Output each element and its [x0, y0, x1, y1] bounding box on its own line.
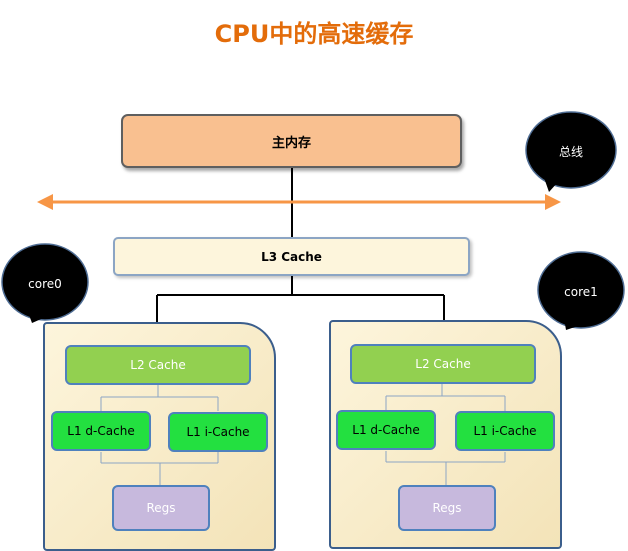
core0-l1d-cache-box: L1 d-Cache: [51, 411, 151, 451]
bus-arrow: [37, 194, 561, 210]
l3-cache-box: L3 Cache: [113, 237, 470, 276]
core0-l1-regs-link: [100, 452, 219, 485]
core1-label-bubble: [537, 251, 625, 330]
core1-label: core1: [564, 285, 598, 299]
bus-label: 总线: [558, 145, 583, 159]
core0-l1i-cache-box: L1 i-Cache: [168, 412, 268, 452]
main-memory-box: 主内存: [121, 114, 462, 168]
core1-l2-l1-link: [385, 384, 506, 411]
core0-l2-l1-link: [100, 385, 219, 411]
core0-label-bubble: [1, 243, 89, 323]
bus-label-bubble: [525, 111, 617, 192]
core0-label: core0: [28, 277, 62, 291]
core1-l1d-cache-box: L1 d-Cache: [336, 410, 436, 450]
core1-l2-cache-box: L2 Cache: [350, 344, 536, 384]
core1-regs-box: Regs: [398, 485, 496, 531]
diagram-title: CPU中的高速缓存: [214, 20, 414, 48]
core1-l1-regs-link: [385, 451, 506, 485]
core0-l2-cache-box: L2 Cache: [65, 345, 251, 385]
core0-regs-box: Regs: [112, 485, 210, 531]
core1-l1i-cache-box: L1 i-Cache: [455, 411, 555, 451]
